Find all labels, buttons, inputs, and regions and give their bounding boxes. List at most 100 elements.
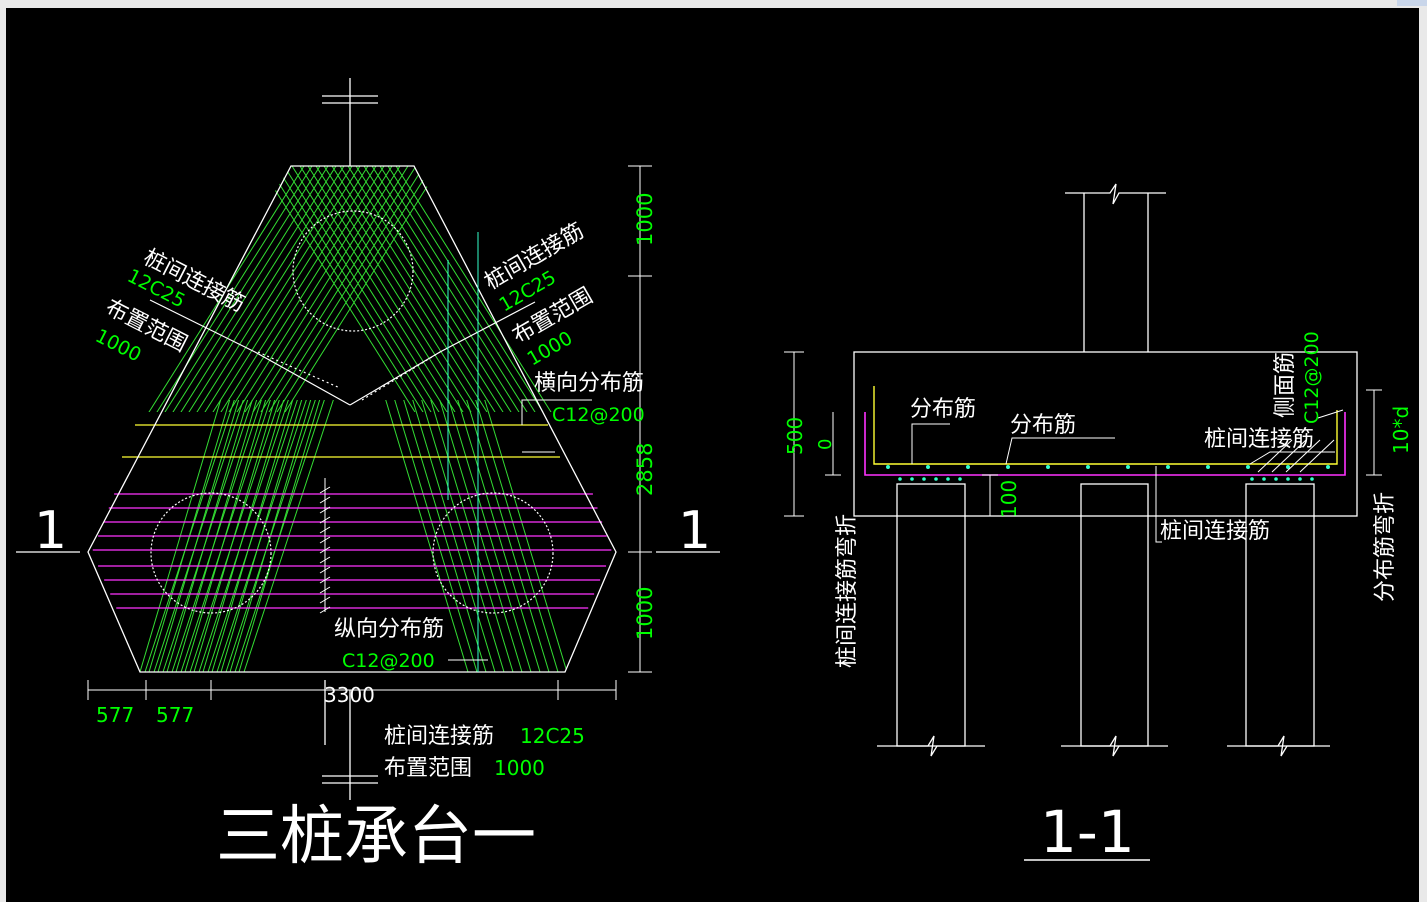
dim-total-text: 3300 — [324, 683, 375, 707]
rebar-line — [331, 166, 493, 412]
tick — [319, 566, 331, 574]
plan-title: 三桩承台一 — [216, 800, 536, 874]
rebar-line — [387, 166, 549, 412]
rebar-line — [229, 400, 381, 672]
rebar-line — [379, 166, 541, 412]
dist1-label: 分布筋 — [910, 397, 976, 422]
rebar-band-left — [139, 400, 400, 672]
rebar-dot — [966, 465, 970, 469]
tick — [319, 586, 331, 594]
bottom-range-label: 布置范围 — [384, 756, 472, 781]
rebar-line — [215, 166, 377, 412]
rebar-line — [271, 166, 433, 412]
rebar-line — [231, 166, 393, 412]
piles-section — [877, 483, 1330, 757]
pile-cap-outline — [87, 165, 617, 673]
side-name: 侧面筋 — [1273, 352, 1298, 418]
transverse-distribution-bars — [122, 424, 560, 458]
rebar-line — [314, 400, 469, 672]
trans-name: 横向分布筋 — [534, 371, 644, 396]
rebar-line — [238, 400, 390, 672]
label-leaders — [448, 399, 592, 661]
rebar-line — [225, 400, 382, 672]
cad-drawing-viewport[interactable]: 1 1 桩间连接筋 12C25 布置范围 1000 桩间连接筋 12C25 布置… — [6, 8, 1419, 902]
tick — [319, 606, 331, 614]
rebar-line — [220, 400, 372, 672]
rebar-line — [323, 166, 485, 412]
column-axis-top — [322, 78, 378, 166]
rebar-dot — [946, 477, 950, 481]
rebar-dot — [1274, 477, 1278, 481]
rebar-line — [144, 400, 301, 672]
rebar-line — [323, 400, 478, 672]
rebar-dot — [922, 477, 926, 481]
section-dims-left — [784, 351, 1382, 517]
bottom-spec: 12C25 — [520, 724, 585, 748]
dim-b1-text: 577 — [96, 703, 134, 727]
dim-500-text: 500 — [783, 417, 807, 455]
dim-b2-text: 577 — [156, 703, 194, 727]
pile-conn-bottom-label: 桩间连接筋 — [1160, 519, 1270, 544]
dist2-label: 分布筋 — [1010, 413, 1076, 438]
rebar-line — [283, 166, 445, 412]
tick — [319, 506, 331, 514]
rebar-dot — [1262, 477, 1266, 481]
rebar-line — [162, 400, 319, 672]
rebar-line — [299, 166, 461, 412]
section-mark-left: 1 — [34, 501, 67, 561]
bottom-name: 桩间连接筋 — [384, 724, 494, 749]
section-view: 500 0 100 10*d 分布筋 分布筋 桩间连接筋 桩间连接筋 侧面筋 C… — [783, 183, 1413, 866]
rebar-line — [395, 166, 557, 412]
right-bend-label: 分布筋弯折 — [1373, 492, 1398, 602]
rebar-line — [211, 400, 363, 672]
trans-spec: C12@200 — [552, 404, 645, 426]
rebar-line — [339, 166, 501, 412]
rebar-line — [153, 400, 310, 672]
rebar-line — [189, 400, 346, 672]
rebar-dot — [1310, 477, 1314, 481]
rebar-line — [234, 400, 391, 672]
rebar-line — [267, 166, 429, 412]
rebar-line — [315, 166, 477, 412]
rebar-line — [247, 166, 409, 412]
rebar-line — [167, 166, 329, 412]
rebar-band-top — [143, 166, 557, 412]
rebar-dot — [886, 465, 890, 469]
rebar-dot — [1246, 465, 1250, 469]
rebar-dot — [1086, 465, 1090, 469]
rebar-line — [275, 166, 437, 412]
rebar-line — [180, 400, 337, 672]
dim-right — [628, 165, 652, 673]
tick — [319, 576, 331, 584]
pile-right — [432, 492, 554, 614]
rebar-line — [151, 166, 313, 412]
tick — [319, 596, 331, 604]
rebar-line — [166, 400, 318, 672]
section-title: 1-1 — [1040, 798, 1135, 866]
rebar-line — [263, 166, 425, 412]
rebar-dot — [1006, 465, 1010, 469]
rebar-line — [355, 166, 517, 412]
rebar-line — [216, 400, 373, 672]
dim-bottom — [87, 680, 617, 700]
tick — [319, 556, 331, 564]
dim-mid-text: 2858 — [633, 443, 657, 496]
rebar-dot — [1250, 477, 1254, 481]
rebar-line — [279, 166, 441, 412]
column-axis-bottom — [322, 680, 378, 800]
rebar-line — [386, 400, 541, 672]
tick — [319, 546, 331, 554]
tick — [319, 496, 331, 504]
rebar-dot — [1206, 465, 1210, 469]
dim-100-text: 100 — [997, 480, 1021, 518]
side-spec: C12@200 — [1301, 331, 1323, 424]
pile-left — [150, 492, 272, 614]
tick — [319, 516, 331, 524]
window-corner — [1397, 0, 1427, 6]
rebar-line — [157, 400, 309, 672]
section-mark-right: 1 — [678, 501, 711, 561]
rebar-line — [243, 400, 400, 672]
tick — [319, 486, 331, 494]
rebar-dot — [926, 465, 930, 469]
